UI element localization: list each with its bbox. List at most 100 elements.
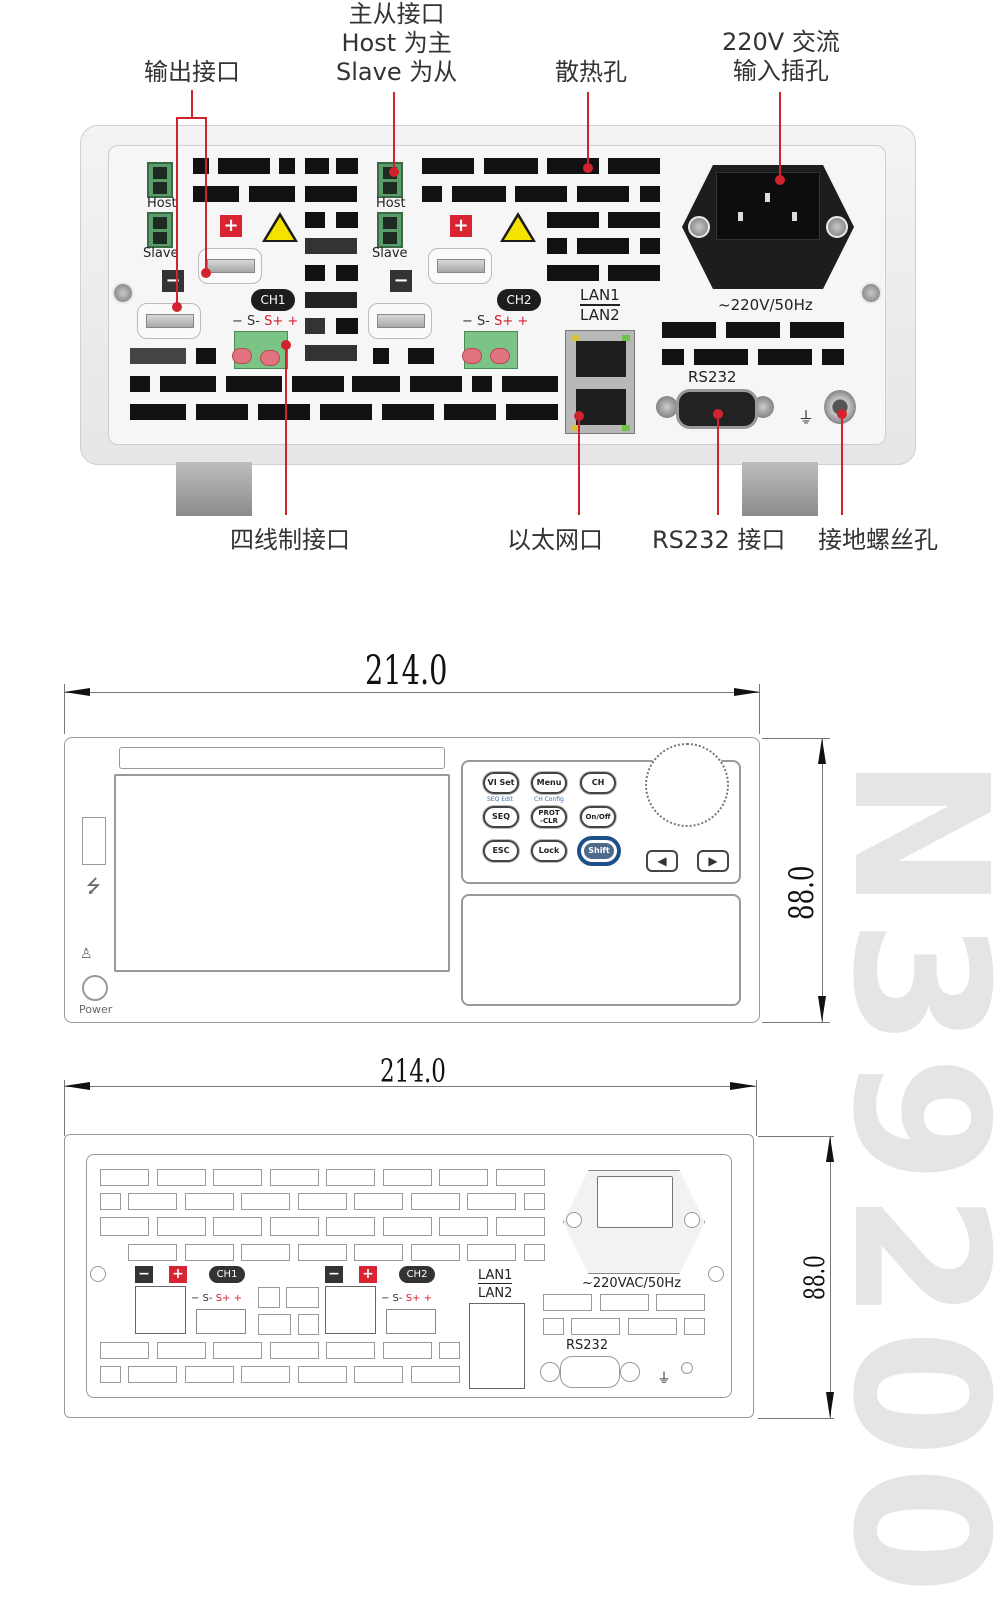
rear-inlet-screw: [566, 1212, 582, 1228]
vent-slot: [628, 1318, 677, 1335]
rear-output-terminal-ch2: [325, 1286, 376, 1334]
vent-slot: [185, 1193, 234, 1210]
arrow-left-icon: [64, 688, 90, 696]
rear-ground-hole: [681, 1362, 693, 1374]
vent-slot: [336, 318, 358, 334]
ch1-badge: CH1: [251, 289, 295, 311]
vent-slot: [270, 1169, 319, 1186]
rear-sense-ch2-red: S+ +: [405, 1293, 432, 1304]
display-bezel-top: [119, 747, 445, 769]
rear-sense-ch2-black: − S-: [381, 1293, 403, 1304]
vent-slot: [270, 1342, 319, 1359]
vent-slot: [326, 1169, 375, 1186]
esc-key[interactable]: ESC: [483, 840, 519, 862]
rear-sense-label-ch1: − S- S+ +: [191, 1293, 242, 1304]
slave-terminal-ch1[interactable]: [147, 212, 173, 248]
extension-line: [759, 684, 760, 734]
vent-slot: [524, 1244, 545, 1261]
vent-slot: [543, 1318, 564, 1335]
vent-slot: [515, 186, 567, 202]
extension-line: [762, 738, 830, 739]
socket-pin: [738, 212, 743, 221]
rear-sense-ch1-red: S+ +: [215, 1293, 242, 1304]
vent-slot: [258, 404, 310, 420]
vent-slot: [196, 404, 248, 420]
vent-slot: [100, 1366, 121, 1383]
sense-label-ch2: − S- S+ +: [462, 314, 528, 329]
rear-inlet-screw: [684, 1212, 700, 1228]
vent-slot: [100, 1217, 149, 1236]
vent-slot: [249, 186, 295, 202]
rotary-knob[interactable]: [645, 743, 729, 827]
minus-terminal-marker-ch2: −: [390, 270, 412, 292]
usb-port[interactable]: [82, 817, 106, 865]
socket-pin: [765, 193, 770, 202]
socket-pin: [792, 212, 797, 221]
high-voltage-warning-icon: [500, 212, 536, 242]
rear-lan2-label: LAN2: [478, 1286, 513, 1301]
vent-slot: [547, 212, 599, 228]
vent-slot: [608, 212, 660, 228]
power-button[interactable]: [82, 975, 108, 1001]
menu-key[interactable]: Menu: [531, 772, 567, 794]
arrow-up-icon: [818, 738, 826, 764]
seq-key[interactable]: SEQ: [483, 806, 519, 828]
rear-panel-screw: [90, 1266, 106, 1282]
sense-label-ch1-black: − S-: [232, 314, 260, 329]
on-off-key[interactable]: On/Off: [580, 806, 616, 828]
ethernet-ports[interactable]: [565, 330, 635, 434]
left-arrow-key[interactable]: ◀: [646, 850, 678, 872]
vi-set-key[interactable]: VI Set: [483, 772, 519, 794]
vent-slot: [305, 158, 329, 174]
callout-vent-holes: 散热孔: [555, 58, 627, 86]
arrow-up-icon: [826, 1136, 834, 1162]
vent-slot: [130, 404, 186, 420]
vent-slot: [326, 1217, 375, 1236]
callout-dot: [775, 175, 785, 185]
vent-slot: [571, 1318, 620, 1335]
panel-screw: [112, 282, 134, 304]
right-arrow-key[interactable]: ▶: [697, 850, 729, 872]
output-busbar-minus-ch2[interactable]: [368, 303, 432, 339]
output-busbar-plus-ch1[interactable]: [198, 248, 262, 284]
terminal-lever: [462, 348, 482, 364]
vent-slot: [130, 376, 150, 392]
vent-slot: [577, 238, 629, 254]
callout-dot: [713, 409, 723, 419]
callout-four-wire: 四线制接口: [230, 526, 350, 554]
minus-terminal-marker-ch1: −: [162, 270, 184, 292]
ch-key[interactable]: CH: [580, 772, 616, 794]
vent-slot: [484, 158, 538, 174]
vent-slot: [218, 158, 270, 174]
slave-label-ch2: Slave: [372, 246, 408, 261]
callout-line: [285, 345, 287, 515]
lock-key[interactable]: Lock: [531, 840, 567, 862]
terminal-cover: [461, 894, 741, 1006]
vent-slot: [411, 1193, 460, 1210]
vent-slot: [506, 404, 558, 420]
callout-dot: [574, 411, 584, 421]
rear-rs232-outline: [560, 1356, 620, 1388]
vent-slot: [410, 376, 462, 392]
rear-sense-terminal-ch2: [386, 1309, 436, 1334]
output-busbar-plus-ch2[interactable]: [428, 248, 492, 284]
callout-dot: [389, 167, 399, 177]
host-terminal-ch1[interactable]: [147, 162, 173, 198]
slave-terminal-ch2[interactable]: [377, 212, 403, 248]
callout-ac-input: 220V 交流 输入插孔: [722, 28, 840, 86]
extension-line: [64, 1080, 65, 1136]
vent-slot: [305, 212, 325, 228]
callout-line: [393, 92, 395, 172]
shift-key[interactable]: Shift: [577, 836, 621, 866]
vent-slot: [157, 1342, 206, 1359]
vent-slot: [383, 1342, 432, 1359]
rear-ethernet-outline: [469, 1303, 525, 1389]
callout-ac-input-line1: 220V 交流: [722, 28, 840, 56]
prot-clr-key[interactable]: PROT-CLR: [531, 806, 567, 828]
output-busbar-minus-ch1[interactable]: [137, 303, 201, 339]
rear-width-dimension: 214.0: [380, 1052, 446, 1090]
vent-slot: [193, 186, 239, 202]
user-indicator-icon: ♙: [80, 946, 93, 962]
vent-slot: [185, 1366, 234, 1383]
rear-ch1-badge: CH1: [209, 1266, 245, 1283]
